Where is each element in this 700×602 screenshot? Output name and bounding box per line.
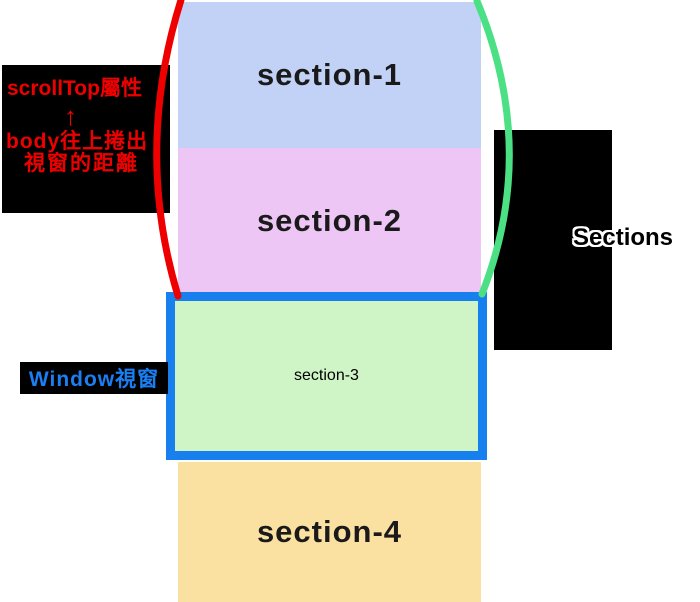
scrolltop-annotation-box: scrollTop屬性 ↑ body往上捲出 視窗的距離 — [2, 65, 170, 213]
scrolltop-description-line2: 視窗的距離 — [24, 152, 139, 176]
section-2-label: section-2 — [256, 203, 403, 238]
window-annotation-box: Window視窗 — [20, 362, 168, 394]
window-label: Window視窗 — [28, 368, 160, 391]
section-2-block: section-2 — [178, 148, 481, 294]
window-viewport-border: section-3 — [166, 292, 487, 460]
scrolltop-description-line1: body往上捲出 — [6, 130, 149, 154]
sections-annotation-box — [494, 130, 612, 350]
scrolltop-property-text: scrollTop屬性 — [7, 77, 142, 100]
sections-annotation-label: Sections — [573, 224, 674, 251]
section-4-block: section-4 — [178, 462, 481, 602]
section-1-label: section-1 — [256, 57, 403, 92]
up-arrow-icon: ↑ — [64, 101, 77, 132]
section-3-label: section-3 — [294, 367, 359, 384]
section-1-block: section-1 — [178, 2, 481, 148]
section-4-label: section-4 — [256, 514, 403, 549]
